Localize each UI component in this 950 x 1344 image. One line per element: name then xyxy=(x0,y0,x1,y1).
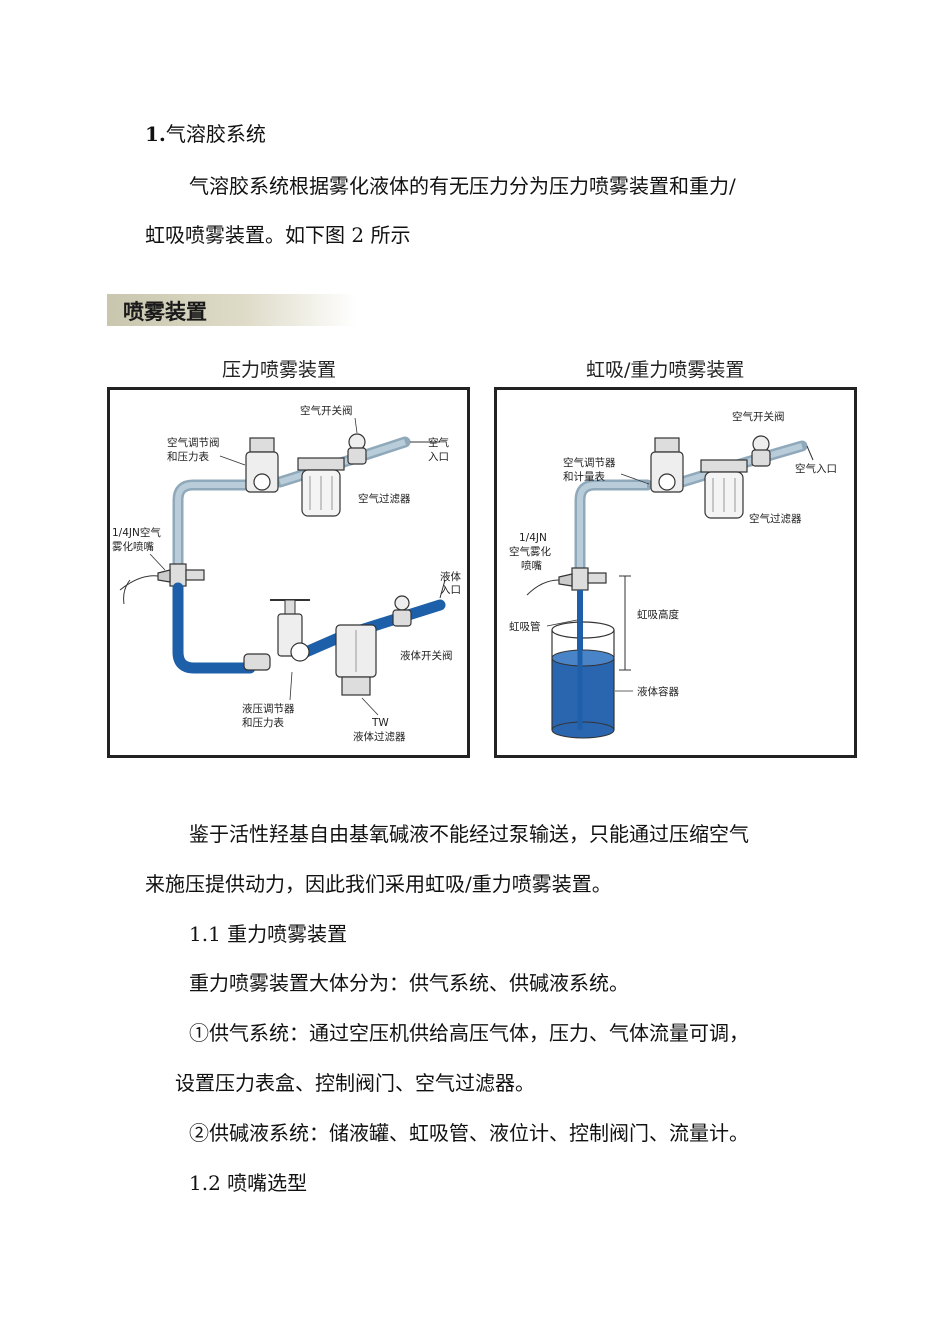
pressure-spray-illustration: 空气开关阀 空气调节阀 和压力表 空气 入口 空气过滤器 1/4JN空气 雾化喷… xyxy=(112,404,461,743)
liquid-pipe-lower xyxy=(172,582,256,674)
air-pipe-vertical xyxy=(172,479,256,631)
section-title: 气溶胶系统 xyxy=(165,122,266,146)
label-siphon-height: 虹吸高度 xyxy=(637,608,679,621)
label-liquid-switch-valve: 液体开关阀 xyxy=(400,649,453,662)
tw-filter-icon xyxy=(335,624,377,696)
intro-line-1: 气溶胶系统根据雾化液体的有无压力分为压力喷雾装置和重力/ xyxy=(189,174,736,198)
section-heading: 1.气溶胶系统 xyxy=(145,120,266,148)
air-filter-icon xyxy=(700,459,748,519)
air-switch-valve-icon xyxy=(347,433,367,465)
intro-line-2: 虹吸喷雾装置。如下图 2 所示 xyxy=(145,223,411,247)
label-nozzle-2: 空气雾化 xyxy=(509,545,551,558)
label-air-regulator-1: 空气调节阀 xyxy=(167,436,220,449)
label-air-inlet-1: 空气 xyxy=(428,436,449,449)
label-nozzle-1: 1/4JN空气 xyxy=(112,526,161,539)
air-pipe-vertical xyxy=(574,479,653,586)
label-air-filter: 空气过滤器 xyxy=(358,492,411,505)
label-liquid-inlet-2: 入口 xyxy=(440,584,461,596)
label-liquid-container: 液体容器 xyxy=(637,685,679,698)
body-p3-line-2: 设置压力表盒、控制阀门、空气过滤器。 xyxy=(175,1071,535,1095)
nozzle-icon xyxy=(119,563,205,605)
body-p3-line-1: ①供气系统：通过空压机供给高压气体，压力、气体流量可调， xyxy=(189,1021,749,1045)
label-liquid-regulator-1: 液压调节器 xyxy=(242,702,295,715)
label-tw-filter-2: 液体过滤器 xyxy=(353,730,406,743)
label-tw-filter-1: TW xyxy=(371,717,389,729)
pressure-spray-diagram: 空气开关阀 空气调节阀 和压力表 空气 入口 空气过滤器 1/4JN空气 雾化喷… xyxy=(107,387,470,758)
nozzle-icon xyxy=(526,567,607,596)
subheading-1-2: 1.2 喷嘴选型 xyxy=(189,1171,308,1195)
air-pipe-highlight xyxy=(175,482,250,625)
label-air-filter: 空气过滤器 xyxy=(749,512,802,525)
body-p1-line-1: 鉴于活性羟基自由基氧碱液不能经过泵输送，只能通过压缩空气 xyxy=(189,822,749,846)
label-air-regulator-2: 和计量表 xyxy=(563,470,605,483)
label-liquid-regulator-2: 和压力表 xyxy=(242,716,284,729)
air-filter-icon xyxy=(297,457,345,517)
siphon-spray-illustration: 空气开关阀 空气调节器 和计量表 空气入口 空气过滤器 1/4JN 空气雾化 喷… xyxy=(509,410,837,739)
body-p2: 重力喷雾装置大体分为：供气系统、供碱液系统。 xyxy=(189,971,629,995)
subheading-1-1: 1.1 重力喷雾装置 xyxy=(189,922,348,946)
label-air-inlet-2: 入口 xyxy=(428,451,449,463)
label-nozzle-2: 雾化喷嘴 xyxy=(112,540,154,553)
label-air-regulator-1: 空气调节器 xyxy=(563,456,616,469)
label-air-inlet: 空气入口 xyxy=(795,462,837,475)
figure-banner: 喷雾装置 xyxy=(107,294,357,326)
siphon-spray-diagram: 空气开关阀 空气调节器 和计量表 空气入口 空气过滤器 1/4JN 空气雾化 喷… xyxy=(494,387,857,758)
air-regulator-icon xyxy=(650,437,684,493)
body-p1-line-2: 来施压提供动力，因此我们采用虹吸/重力喷雾装置。 xyxy=(145,872,612,896)
liquid-container-icon xyxy=(551,621,615,739)
figure-banner-label: 喷雾装置 xyxy=(123,300,207,324)
label-siphon-tube: 虹吸管 xyxy=(509,620,541,633)
label-air-switch-valve: 空气开关阀 xyxy=(300,404,353,417)
right-panel-title: 虹吸/重力喷雾装置 xyxy=(586,359,745,381)
label-nozzle-3: 喷嘴 xyxy=(521,560,542,572)
liquid-regulator-icon xyxy=(243,599,310,671)
label-air-switch-valve: 空气开关阀 xyxy=(732,410,785,423)
body-p4: ②供碱液系统：储液罐、虹吸管、液位计、控制阀门、流量计。 xyxy=(189,1121,749,1145)
label-liquid-inlet-1: 液体 xyxy=(440,570,461,583)
section-number: 1. xyxy=(145,122,166,146)
left-panel-title: 压力喷雾装置 xyxy=(222,359,337,381)
air-regulator-icon xyxy=(245,437,279,493)
label-air-regulator-2: 和压力表 xyxy=(167,450,209,463)
label-nozzle-1: 1/4JN xyxy=(519,532,547,544)
air-switch-valve-icon xyxy=(751,435,771,467)
liquid-switch-valve-icon xyxy=(392,595,412,627)
